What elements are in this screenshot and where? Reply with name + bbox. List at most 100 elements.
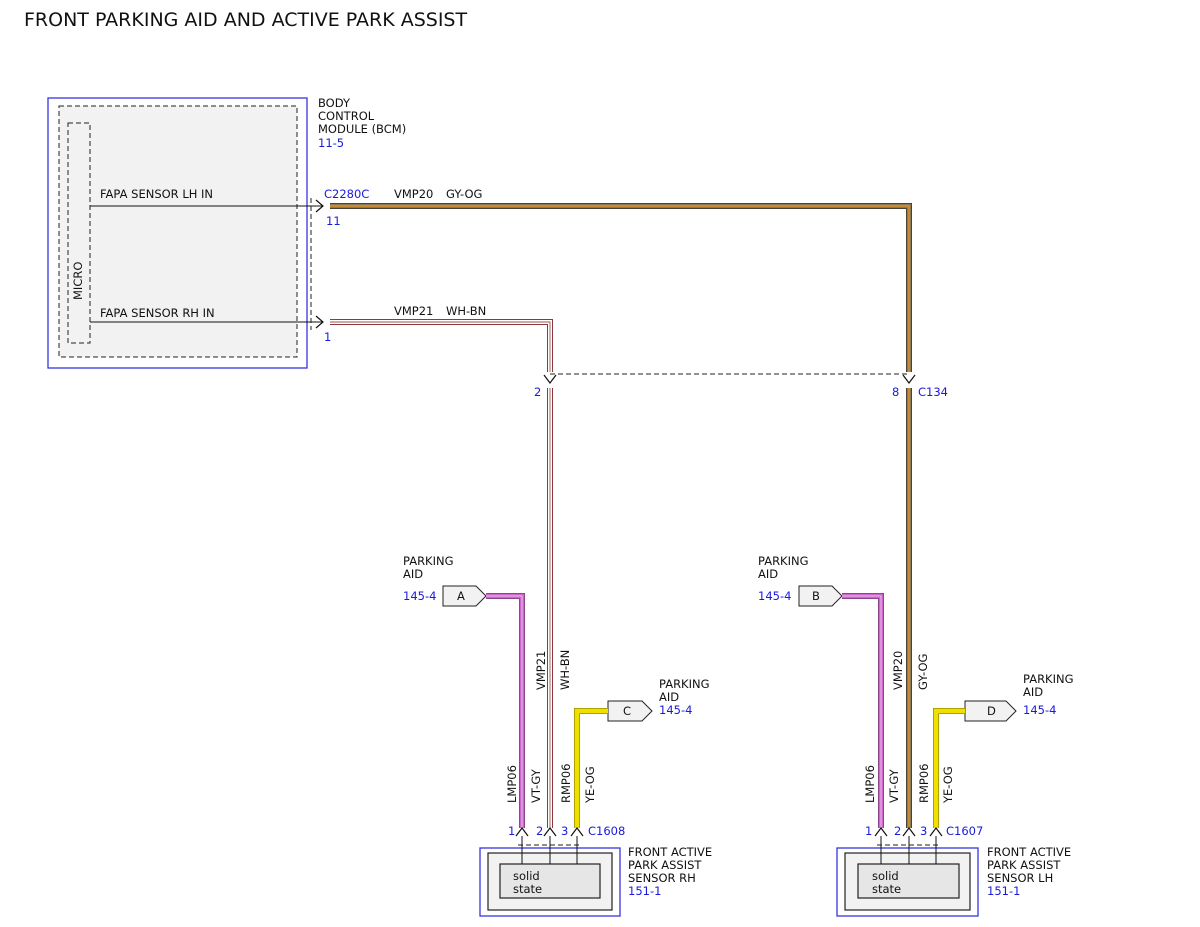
wire-vmp21-body: [330, 320, 552, 372]
fapa-lh-label: FAPA SENSOR LH IN: [100, 187, 213, 201]
bcm-name-line-1: BODY: [318, 96, 351, 110]
c1608-pin-3-arrow-icon: [570, 827, 584, 837]
sensor-rh-name-line-2: PARK ASSIST: [628, 858, 702, 872]
wire-rmp06-rh-body: [574, 708, 608, 828]
parking-aid-c-tag: [607, 700, 653, 722]
vmp20-lower-color-label: GY-OG: [916, 654, 930, 690]
c1608-pin-2-arrow-icon: [543, 827, 557, 837]
sensor-lh-name-line-3: SENSOR LH: [987, 871, 1053, 885]
fapa-rh-label: FAPA SENSOR RH IN: [100, 306, 215, 320]
vmp21-lower-circuit-label: VMP21: [534, 651, 548, 690]
sensor-lh-ref: 151-1: [987, 884, 1020, 898]
c134-connector: 2 8 C134: [534, 373, 948, 399]
parking-aid-b-line-2: AID: [758, 567, 778, 581]
sensor-rh-name-line-3: SENSOR RH: [628, 871, 696, 885]
wire-vmp20-body: [330, 203, 912, 372]
pin-1-arrow-icon: [315, 315, 324, 329]
sensor-lh: solid state FRONT ACTIVE PARK ASSIST SEN…: [836, 836, 1071, 917]
pin-1-number: 1: [324, 330, 331, 344]
c1607-pin-3: 3: [920, 824, 927, 838]
parking-aid-c-line-2: AID: [659, 690, 679, 704]
c1608-pin-1: 1: [508, 824, 515, 838]
wire-rmp06-lh: RMP06 YE-OG: [917, 708, 965, 828]
bcm-name-line-3: MODULE (BCM): [318, 122, 406, 136]
sensor-lh-name-line-1: FRONT ACTIVE: [987, 845, 1071, 859]
rmp06-lh-circuit-label: RMP06: [917, 764, 931, 803]
parking-aid-b: PARKING AID 145-4 B: [758, 554, 843, 607]
parking-aid-c: C PARKING AID 145-4: [607, 677, 710, 722]
wire-vmp20-outline: [330, 203, 912, 372]
sensor-rh: solid state FRONT ACTIVE PARK ASSIST SEN…: [479, 836, 712, 917]
sensor-rh-ref: 151-1: [628, 884, 661, 898]
parking-aid-a-tag: [442, 585, 487, 607]
bcm-name-line-2: CONTROL: [318, 109, 375, 123]
c1607-label: C1607: [946, 824, 983, 838]
parking-aid-b-line-1: PARKING: [758, 554, 809, 568]
lmp06-lh-circuit-label: LMP06: [863, 765, 877, 803]
bcm-inner-box: [58, 105, 298, 358]
rmp06-rh-circuit-label: RMP06: [559, 764, 573, 803]
parking-aid-d-tag: [964, 700, 1017, 722]
sensor-lh-inner-line-2: state: [872, 882, 901, 896]
vmp21-color-label: WH-BN: [446, 304, 486, 318]
wire-vmp20: VMP20 GY-OG: [330, 187, 912, 372]
c1607-pin-1-arrow-icon: [874, 827, 888, 837]
parking-aid-a-ref: 145-4: [403, 589, 436, 603]
micro-label: MICRO: [71, 262, 85, 300]
c1607-pin-2-arrow-icon: [902, 827, 916, 837]
sensor-lh-outline: [836, 847, 979, 917]
sensor-lh-name-line-2: PARK ASSIST: [987, 858, 1061, 872]
wire-vmp21-stripe: [330, 321, 551, 372]
parking-aid-d-ref: 145-4: [1023, 703, 1056, 717]
bcm-outline: [47, 97, 308, 369]
c1608-pin-3: 3: [561, 824, 568, 838]
wire-vmp20-lower: VMP20 GY-OG: [891, 388, 930, 828]
vmp20-color-label: GY-OG: [446, 187, 482, 201]
wire-lmp06-rh-stripe: [486, 595, 523, 828]
parking-aid-a: PARKING AID 145-4 A: [403, 554, 487, 607]
c134-pin-2-arrow-icon: [543, 374, 557, 384]
wire-vmp21: VMP21 WH-BN: [330, 304, 553, 372]
c1607-pin-1: 1: [865, 824, 872, 838]
parking-aid-d: D PARKING AID 145-4: [964, 672, 1074, 722]
vmp20-lower-circuit-label: VMP20: [891, 651, 905, 690]
rmp06-lh-color-label: YE-OG: [941, 766, 955, 804]
c134-pin-8-arrow-icon: [902, 374, 916, 384]
lmp06-rh-circuit-label: LMP06: [505, 765, 519, 803]
parking-aid-a-letter: A: [457, 589, 465, 603]
parking-aid-a-line-2: AID: [403, 567, 423, 581]
sensor-lh-solid-state-box: [857, 863, 960, 899]
vmp21-lower-color-label: WH-BN: [558, 650, 572, 690]
c134-pin-2-number: 2: [534, 385, 541, 399]
c1608-pin-1-arrow-icon: [515, 827, 529, 837]
wire-lmp06-lh: LMP06 VT-GY: [842, 593, 901, 828]
wire-rmp06-lh-body: [933, 708, 965, 828]
c1607-pin-2: 2: [894, 824, 901, 838]
page-title: FRONT PARKING AID AND ACTIVE PARK ASSIST: [24, 9, 467, 31]
wire-lmp06-rh: LMP06 VT-GY: [486, 593, 543, 828]
sensor-rh-solid-state-box: [499, 863, 601, 899]
vmp20-circuit-label: VMP20: [394, 187, 433, 201]
parking-aid-c-line-1: PARKING: [659, 677, 710, 691]
pin-11-number: 11: [326, 214, 341, 228]
wire-vmp21-outline: [330, 319, 553, 372]
parking-aid-b-tag: [798, 585, 843, 607]
parking-aid-c-ref: 145-4: [659, 703, 692, 717]
pin-11-arrow-icon: [315, 199, 324, 213]
micro-box: [67, 122, 91, 344]
sensor-rh-inner-line-2: state: [513, 882, 542, 896]
lmp06-lh-color-label: VT-GY: [887, 768, 901, 803]
parking-aid-a-line-1: PARKING: [403, 554, 454, 568]
c1608-connector: 1 2 3 C1608: [508, 824, 625, 846]
lmp06-rh-color-label: VT-GY: [529, 768, 543, 803]
c2280c-label: C2280C: [324, 187, 369, 201]
c1607-connector: 1 2 3 C1607: [865, 824, 983, 846]
parking-aid-d-letter: D: [987, 704, 996, 718]
sensor-rh-name-line-1: FRONT ACTIVE: [628, 845, 712, 859]
c1608-label: C1608: [588, 824, 625, 838]
bcm-ref: 11-5: [318, 136, 344, 150]
parking-aid-d-line-1: PARKING: [1023, 672, 1074, 686]
wire-lmp06-lh-stripe: [842, 595, 882, 828]
vmp21-circuit-label: VMP21: [394, 304, 433, 318]
